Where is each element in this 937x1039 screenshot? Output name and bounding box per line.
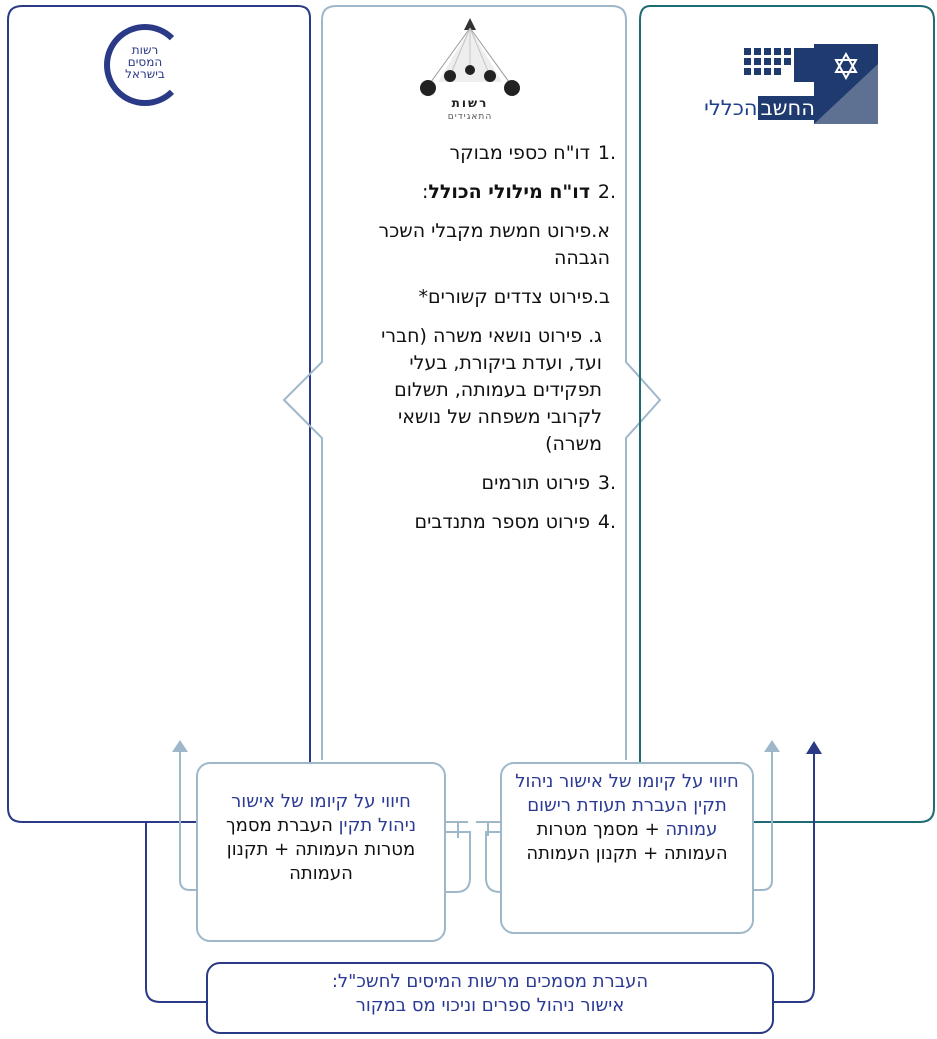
list-number: .2 [597,181,616,203]
transfer-line-2: אישור ניהול ספרים וניכוי מס במקור [355,995,625,1016]
tax-logo-line: בישראל [125,67,165,81]
list-item: .4 פירוט מספר מתנדבים [340,509,616,536]
tax-logo-line: רשות [131,43,159,57]
requirements-list: .1 דו"ח כספי מבוקר .2 דו"ח מילולי הכולל:… [340,140,616,548]
list-number: .1 [597,142,616,164]
list-item: .2 דו"ח מילולי הכולל: [340,179,616,206]
right-feedback-arrow [754,752,773,891]
associations-logo-title: רשות [451,96,489,110]
right-box-blue-text: חיווי על קיומו של אישור ניהול תקין העברת… [515,771,739,840]
list-text-suffix: : [421,181,429,203]
accountant-general-text: החשבהכללי [696,96,818,120]
associations-logo-subtitle: התאגידים [447,112,493,122]
left-box-black-text: העברת מסמך מטרות העמותה + תקנון העמותה [225,815,416,884]
right-requirements-box: חיווי על קיומו של אישור ניהול תקין העברת… [500,762,754,934]
list-text-bold: דו"ח מילולי הכולל [428,181,590,203]
list-number: .3 [597,472,616,494]
accountant-text-part1: החשב [757,96,818,120]
list-item: .3 פירוט תורמים [340,470,616,497]
tax-logo-ring [104,24,186,106]
list-text: פירוט תורמים [481,472,590,494]
right-arrow-head [764,740,780,752]
navy-flow-line-left [145,822,206,1003]
list-text: דו"ח כספי מבוקר [449,142,590,164]
tax-documents-transfer-box: העברת מסמכים מרשות המיסים לחשכ"ל: אישור … [206,962,774,1034]
accountant-general-logo: החשבהכללי [696,44,878,124]
middle-panel-border [282,5,662,760]
left-box-blue-text: חיווי על קיומו של אישור ניהול תקין [231,791,417,836]
list-text-wrap: דו"ח מילולי הכולל: [422,179,590,206]
center-connector-lines [446,821,501,893]
list-subitem: ב.פירוט צדדים קשורים* [418,286,610,308]
list-subitem: א.פירוט חמשת מקבלי השכר הגבהה [378,220,610,269]
tax-logo-line: המסים [127,55,163,69]
left-arrow-head [172,740,188,752]
left-requirements-box: חיווי על קיומו של אישור ניהול תקין העברת… [196,762,446,942]
navy-arrow-head [806,741,822,754]
list-item: .1 דו"ח כספי מבוקר [340,140,616,167]
list-number: .4 [597,511,616,533]
tax-authority-logo: רשות המסים בישראל [104,24,186,106]
pyramid-icon [420,18,520,96]
right-panel-border [639,5,935,823]
tax-logo-text: רשות המסים בישראל [104,44,186,80]
transfer-line-1: העברת מסמכים מרשות המיסים לחשכ"ל: [331,971,649,992]
navy-flow-line-right [774,754,815,1003]
left-panel-border [7,5,311,823]
accountant-text-part2: הכללי [704,96,758,120]
associations-registrar-logo: רשות התאגידים [408,12,532,124]
right-box-black-text: + מסמך מטרות העמותה + תקנון העמותה [526,819,728,864]
list-subitem: ג. פירוט נושאי משרה (חברי ועד, ועדת ביקו… [381,325,602,455]
left-feedback-arrow [179,752,196,891]
list-text: פירוט מספר מתנדבים [414,511,590,533]
